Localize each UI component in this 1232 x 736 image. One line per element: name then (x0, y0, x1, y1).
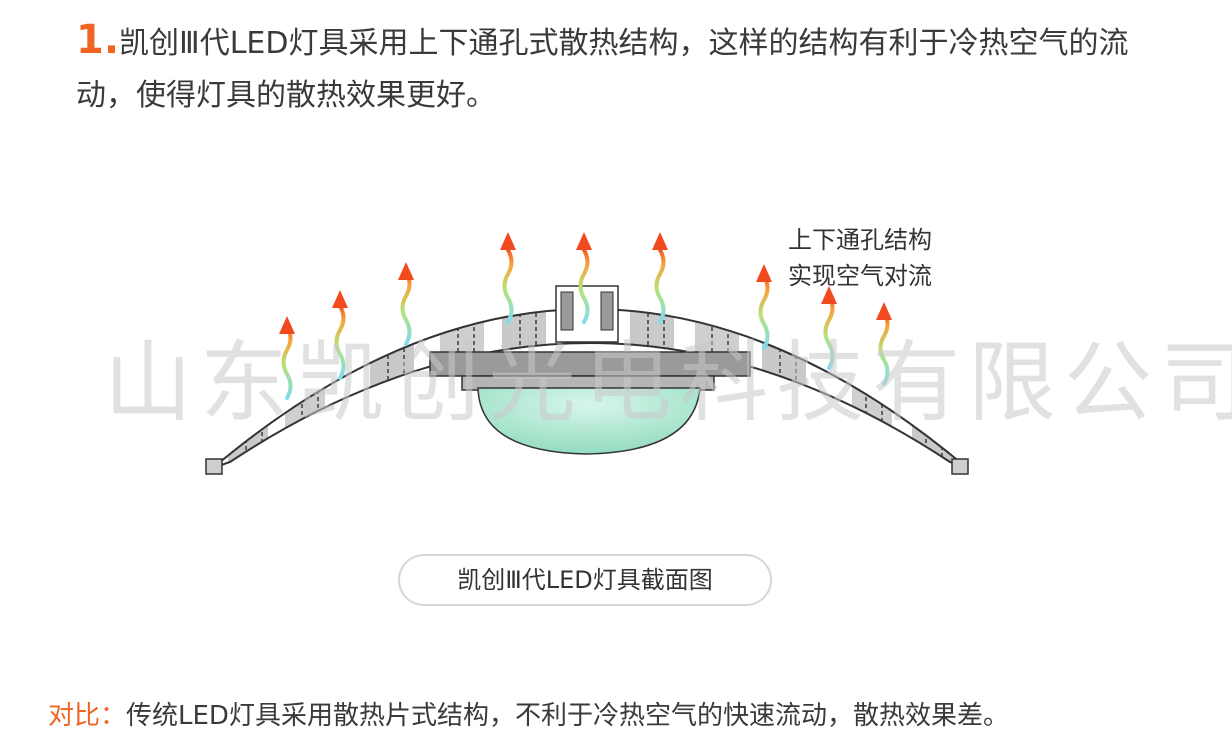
heat-flow-arrow-icon (279, 232, 892, 334)
comparison-label: 对比： (48, 701, 127, 731)
intro-number: 1. (76, 17, 120, 63)
intro-text: 凯创Ⅲ代LED灯具采用上下通孔式散热结构，这样的结构有利于冷热空气的流动，使得灯… (76, 26, 1129, 113)
comparison-note: 对比：传统LED灯具采用散热片式结构，不利于冷热空气的快速流动，散热效果差。 (48, 696, 1208, 736)
heat-flow-arrows (281, 248, 890, 400)
intro-paragraph: 1.凯创Ⅲ代LED灯具采用上下通孔式散热结构，这样的结构有利于冷热空气的流动，使… (76, 14, 1186, 122)
left-end-clip (205, 458, 223, 475)
annotation-line-1: 上下通孔结构 (788, 226, 932, 254)
lamp-cross-section-diagram (205, 232, 969, 475)
led-lens (477, 387, 701, 455)
vent-annotation: 上下通孔结构 实现空气对流 (788, 222, 932, 294)
diagram-caption: 凯创Ⅲ代LED灯具截面图 (398, 554, 772, 606)
comparison-text: 传统LED灯具采用散热片式结构，不利于冷热空气的快速流动，散热效果差。 (126, 701, 1009, 731)
led-base-plate (429, 351, 751, 377)
right-end-clip (951, 458, 969, 475)
annotation-line-2: 实现空气对流 (788, 262, 932, 290)
